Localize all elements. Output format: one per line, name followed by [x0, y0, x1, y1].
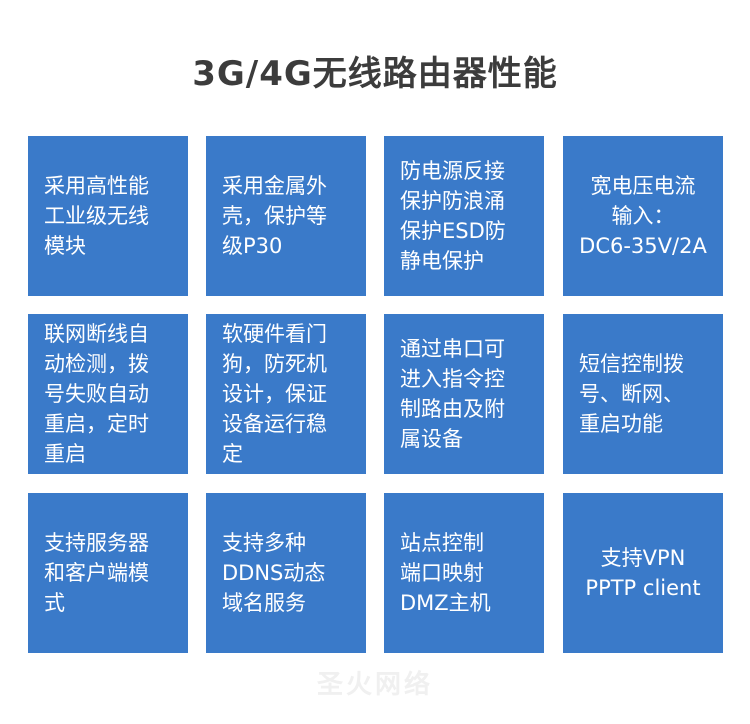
feature-text: 宽电压电流 输入： DC6-35V/2A	[579, 174, 707, 258]
feature-text: 采用高性能 工业级无线 模块	[44, 174, 149, 258]
feature-tile-ddns: 支持多种 DDNS动态 域名服务	[206, 493, 366, 653]
feature-text: 支持多种 DDNS动态 域名服务	[222, 531, 326, 615]
feature-tile-sms-control: 短信控制拨 号、断网、 重启功能	[563, 314, 723, 474]
feature-text: 软硬件看门 狗，防死机 设计，保证 设备运行稳 定	[222, 322, 327, 466]
feature-tile-server-client: 支持服务器 和客户端模 式	[28, 493, 188, 653]
feature-text: 支持服务器 和客户端模 式	[44, 531, 149, 615]
feature-tile-auto-reconnect: 联网断线自 动检测，拨 号失败自动 重启，定时 重启	[28, 314, 188, 474]
feature-tile-vpn: 支持VPN PPTP client	[563, 493, 723, 653]
feature-tile-industrial-module: 采用高性能 工业级无线 模块	[28, 136, 188, 296]
feature-text: 短信控制拨 号、断网、 重启功能	[579, 352, 684, 436]
feature-tile-power-protection: 防电源反接 保护防浪涌 保护ESD防 静电保护	[384, 136, 544, 296]
feature-tile-watchdog: 软硬件看门 狗，防死机 设计，保证 设备运行稳 定	[206, 314, 366, 474]
feature-text: 防电源反接 保护防浪涌 保护ESD防 静电保护	[400, 159, 506, 273]
feature-text: 采用金属外 壳，保护等 级P30	[222, 174, 327, 258]
page-title: 3G/4G无线路由器性能	[192, 54, 558, 94]
feature-tile-port-mapping: 站点控制 端口映射 DMZ主机	[384, 493, 544, 653]
feature-tile-serial-control: 通过串口可 进入指令控 制路由及附 属设备	[384, 314, 544, 474]
feature-text: 通过串口可 进入指令控 制路由及附 属设备	[400, 337, 505, 451]
watermark: 圣火网络	[316, 670, 433, 700]
feature-text: 支持VPN PPTP client	[585, 546, 701, 600]
feature-text: 站点控制 端口映射 DMZ主机	[400, 531, 491, 615]
feature-tile-wide-voltage: 宽电压电流 输入： DC6-35V/2A	[563, 136, 723, 296]
feature-text: 联网断线自 动检测，拨 号失败自动 重启，定时 重启	[44, 322, 149, 466]
feature-tile-metal-case: 采用金属外 壳，保护等 级P30	[206, 136, 366, 296]
